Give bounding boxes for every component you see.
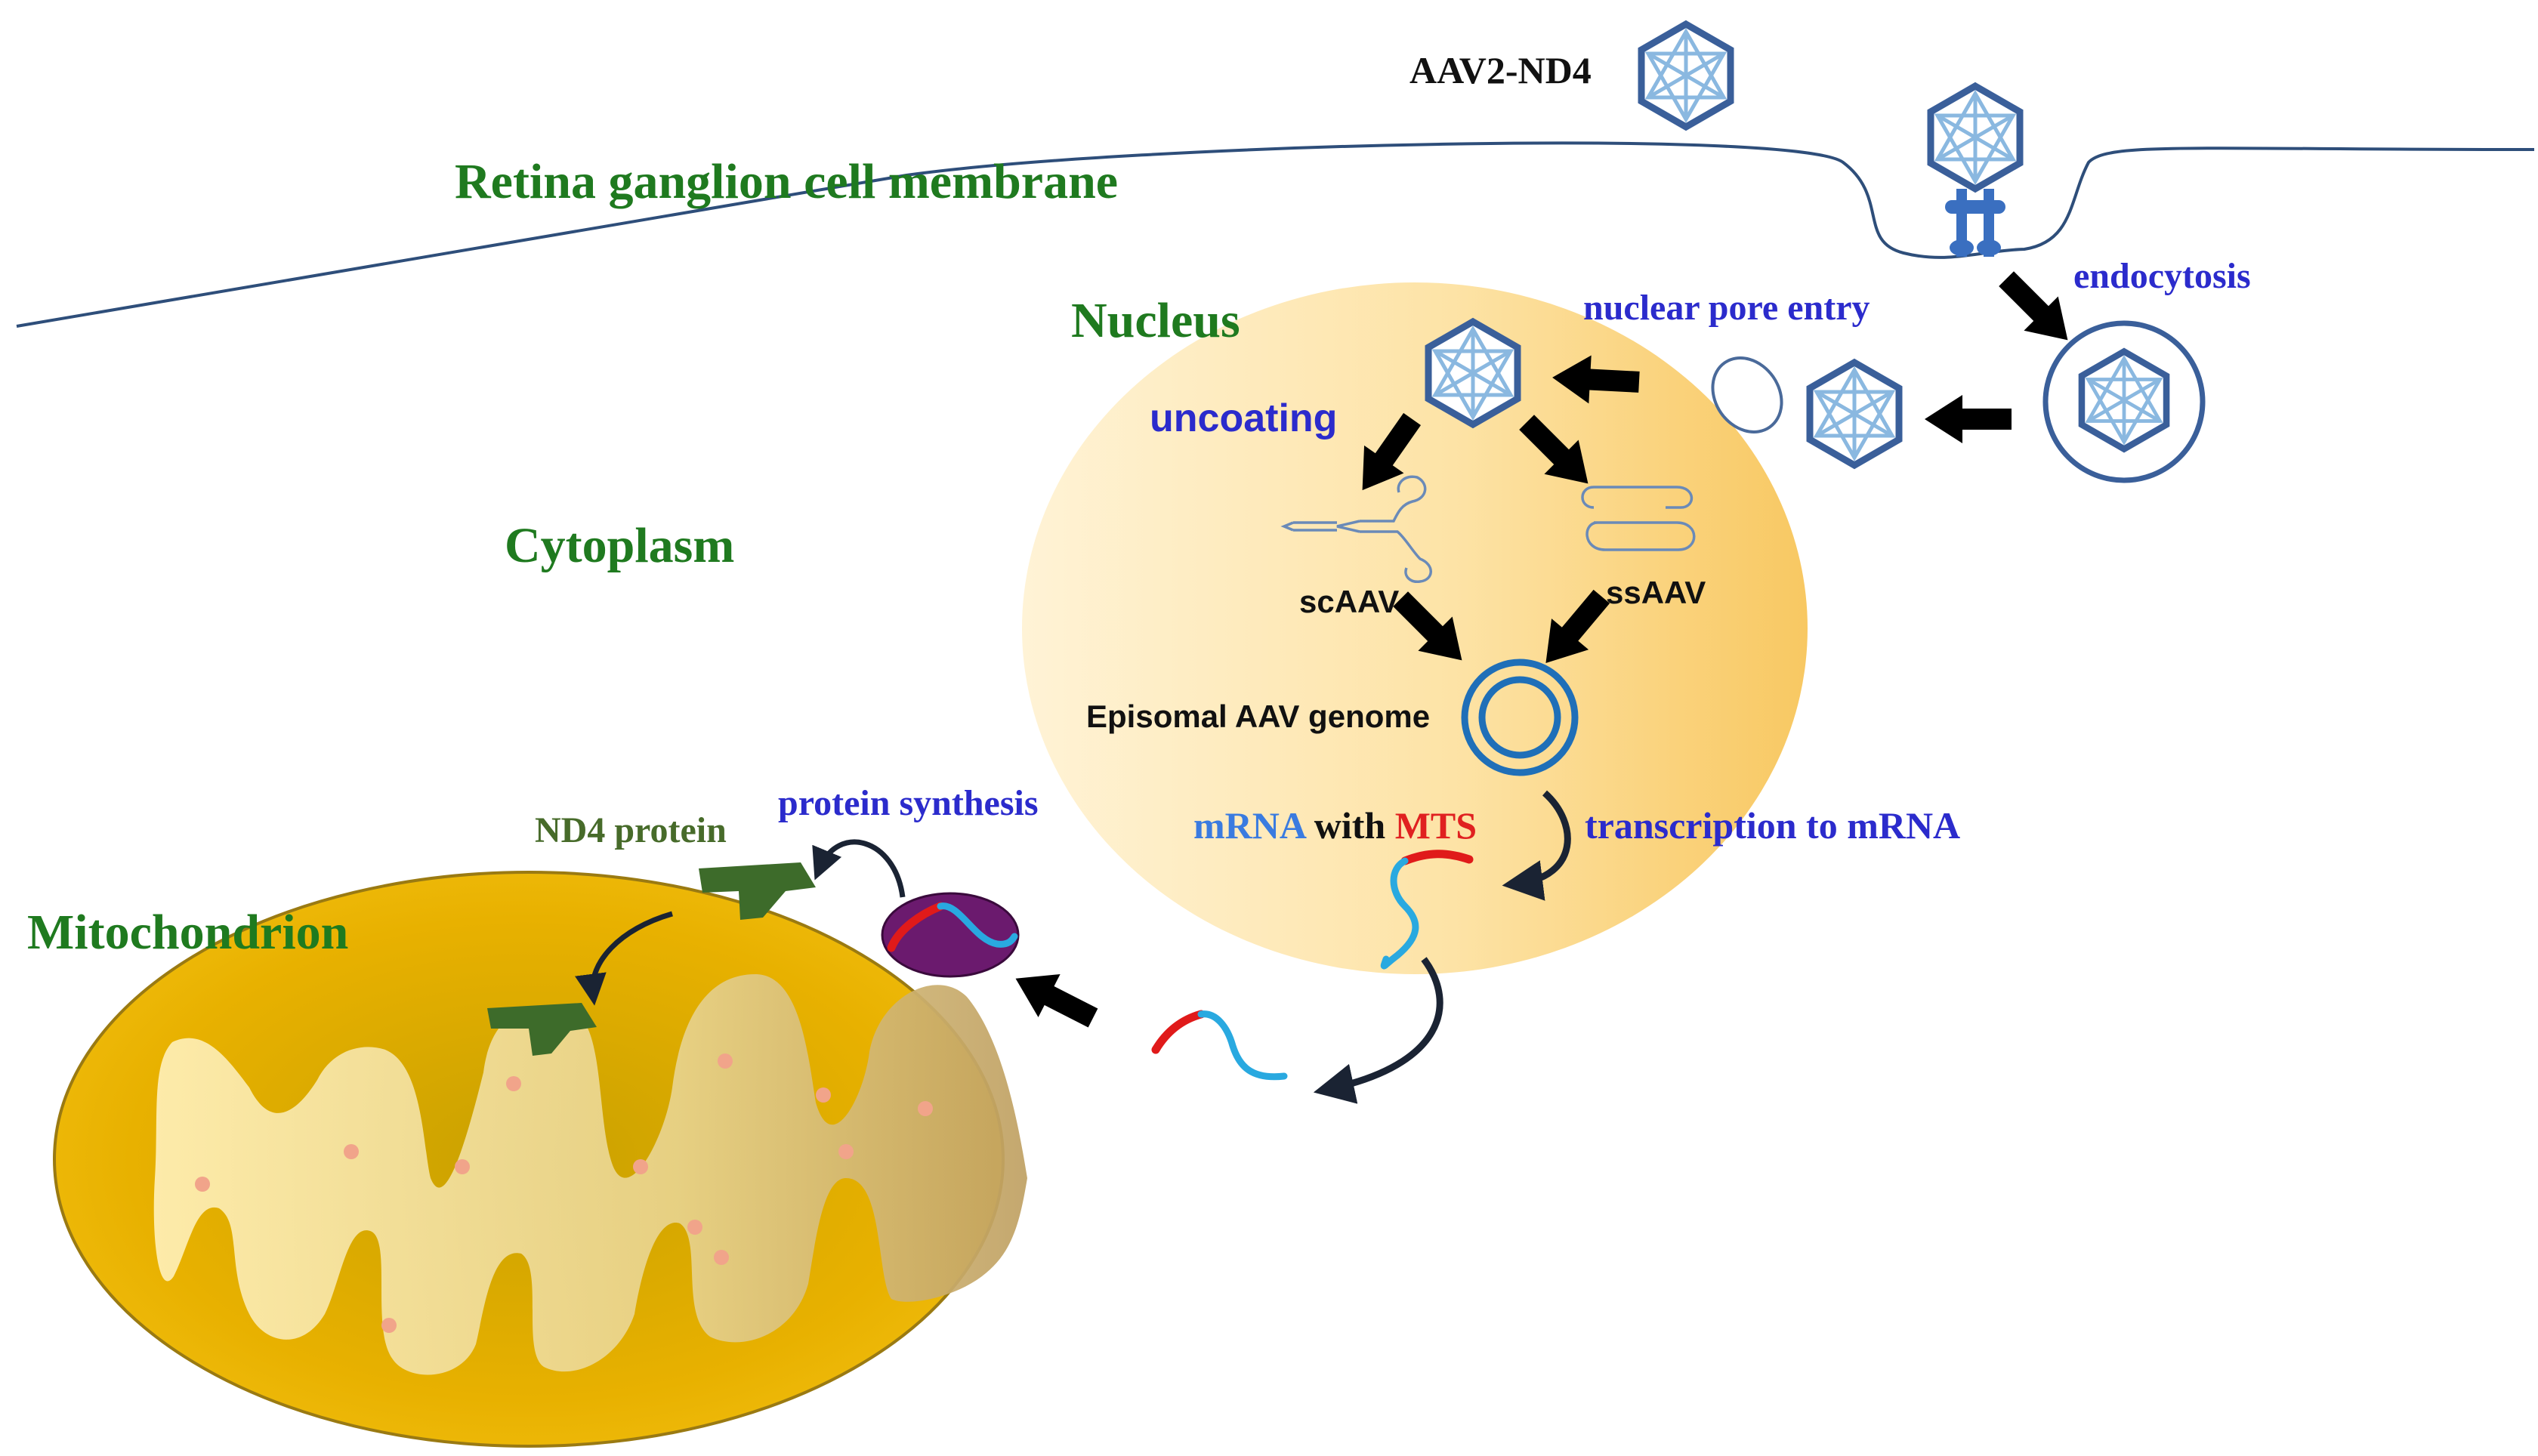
cell-membrane-line xyxy=(16,141,2535,328)
nuclear-pore-icon xyxy=(1711,356,1783,433)
aav-capsid-icon xyxy=(2082,351,2166,449)
mrna-word: mRNA xyxy=(1193,804,1305,847)
arrow-mrna-export xyxy=(1313,957,1443,1104)
nd4-protein-icon xyxy=(487,1003,597,1056)
arrow-to-ribosome xyxy=(1005,957,1104,1040)
aav-capsid-icon xyxy=(1428,322,1518,424)
mts-word: MTS xyxy=(1394,804,1477,847)
virus-label: AAV2-ND4 xyxy=(1409,49,1592,91)
arrow-protein-synthesis xyxy=(812,839,906,898)
with-word: with xyxy=(1314,804,1386,847)
ribosome-icon xyxy=(881,892,1020,978)
receptor-icon xyxy=(1945,189,2005,257)
nucleus-body xyxy=(1022,282,1808,974)
nd4-protein-label: ND4 protein xyxy=(535,810,727,850)
episomal-genome-icon xyxy=(1461,659,1579,776)
transcription-label: transcription to mRNA xyxy=(1585,804,1961,847)
endosome-icon xyxy=(2042,320,2206,483)
scaav-label: scAAV xyxy=(1299,584,1400,619)
arrow-to-pore xyxy=(1925,395,2012,443)
nd4-protein-icon xyxy=(699,862,816,920)
protein-synthesis-label: protein synthesis xyxy=(778,783,1039,823)
mitochondrion-label: Mitochondrion xyxy=(27,905,349,960)
arrow-nd4-import xyxy=(575,911,673,1006)
mrna-strand-nucleus xyxy=(1380,850,1474,970)
aav-capsid-icon xyxy=(1810,362,1899,465)
mrna-with-mts-label: mRNA with MTS xyxy=(1193,807,1477,844)
mitochondrion-shape xyxy=(53,871,1027,1448)
aav-capsid-icon xyxy=(1931,86,2020,189)
aav-capsid-icon xyxy=(1641,24,1731,127)
endocytosis-label: endocytosis xyxy=(2073,256,2251,296)
arrow-transcription xyxy=(1502,790,1571,901)
ssaav-label: ssAAV xyxy=(1606,575,1706,610)
scaav-genome-icon xyxy=(1280,475,1432,583)
nucleus-label: Nucleus xyxy=(1071,293,1240,348)
episomal-genome-label: Episomal AAV genome xyxy=(1086,699,1431,734)
membrane-label: Retina ganglion cell membrane xyxy=(455,154,1119,209)
uncoating-label: uncoating xyxy=(1150,396,1338,440)
nuclear-pore-entry-label: nuclear pore entry xyxy=(1583,288,1870,328)
mrna-strand-cytoplasm xyxy=(1151,1010,1288,1081)
ssaav-genome-icon xyxy=(1581,486,1696,551)
cytoplasm-label: Cytoplasm xyxy=(505,518,735,573)
